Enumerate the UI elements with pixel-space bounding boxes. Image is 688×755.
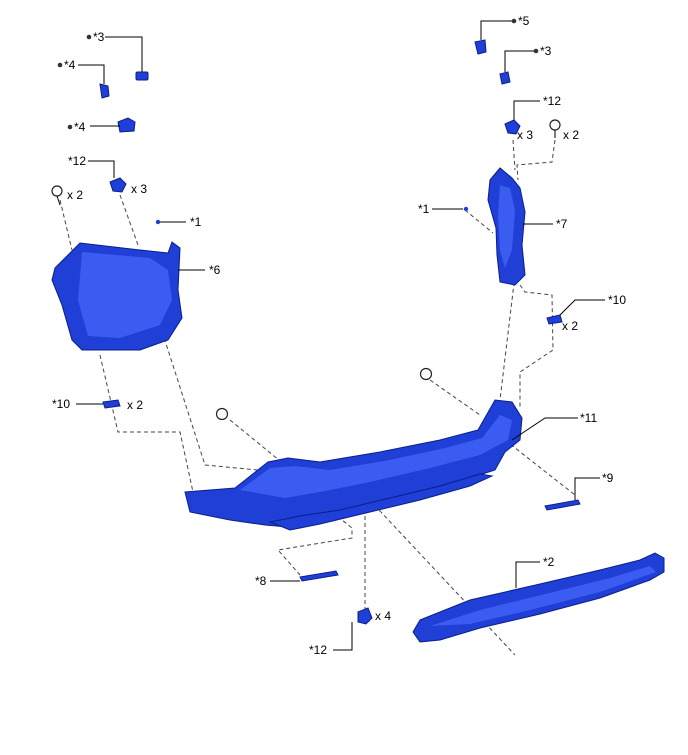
label-screw-right-qty: x 2 [563,128,579,142]
label-5: *5 [518,14,530,28]
label-10-left: *10 [52,397,70,411]
left-clip-1: *1 [155,215,202,229]
label-10-right-qty: x 2 [562,319,578,333]
right-bracket-10: *10 x 2 [546,293,626,333]
label-2: *2 [543,555,555,569]
bumper-screws [215,367,433,421]
label-8: *8 [255,574,267,588]
label-4-left-a: *4 [64,58,76,72]
label-12-left-qty: x 3 [131,182,147,196]
label-11: *11 [580,411,597,425]
dot-marker-icon [86,34,92,40]
label-9: *9 [602,471,614,485]
left-clip-3: *3 [86,30,149,81]
reflector-9: *9 [544,471,614,511]
label-3-left: *3 [93,30,105,44]
left-clip-4-a: *4 [57,58,110,99]
reflector-8: *8 [255,570,339,588]
label-12-left: *12 [68,154,86,168]
label-3-right: *3 [540,44,552,58]
label-screw-left-qty: x 2 [67,188,83,202]
dot-marker-icon [511,18,517,24]
label-12-right: *12 [543,94,561,108]
label-10-right: *10 [608,293,626,307]
left-bracket-10: *10 x 2 [52,397,143,412]
lower-bumper-molding: *2 [412,552,665,643]
label-12-bottom-qty: x 4 [375,609,391,623]
label-1-left: *1 [190,215,202,229]
right-clip-12: *12 x 3 [504,94,561,142]
left-clip-12: *12 x 3 [68,154,147,196]
right-side-retainer: *7 [487,167,568,286]
label-1-right: *1 [418,202,430,216]
right-clip-3: *3 [499,44,552,85]
dot-marker-icon [57,62,63,68]
label-4-left-b: *4 [74,120,86,134]
label-7: *7 [556,217,568,231]
dot-marker-icon [533,48,539,54]
left-screw: x 2 [51,185,83,206]
right-screw: x 2 [549,119,579,142]
label-10-left-qty: x 2 [127,398,143,412]
left-clip-4-b: *4 [67,117,136,134]
rear-bumper-cover: *11 [184,399,597,531]
right-clip-1: *1 [418,202,469,216]
dot-marker-icon [67,124,73,130]
label-6: *6 [209,263,221,277]
label-12-bottom: *12 [309,643,327,657]
label-12-right-qty: x 3 [517,128,533,142]
bottom-clip-12: *12 x 4 [309,607,391,657]
right-clip-5: *5 [474,14,530,55]
left-bumper-extension: *6 [51,241,221,351]
